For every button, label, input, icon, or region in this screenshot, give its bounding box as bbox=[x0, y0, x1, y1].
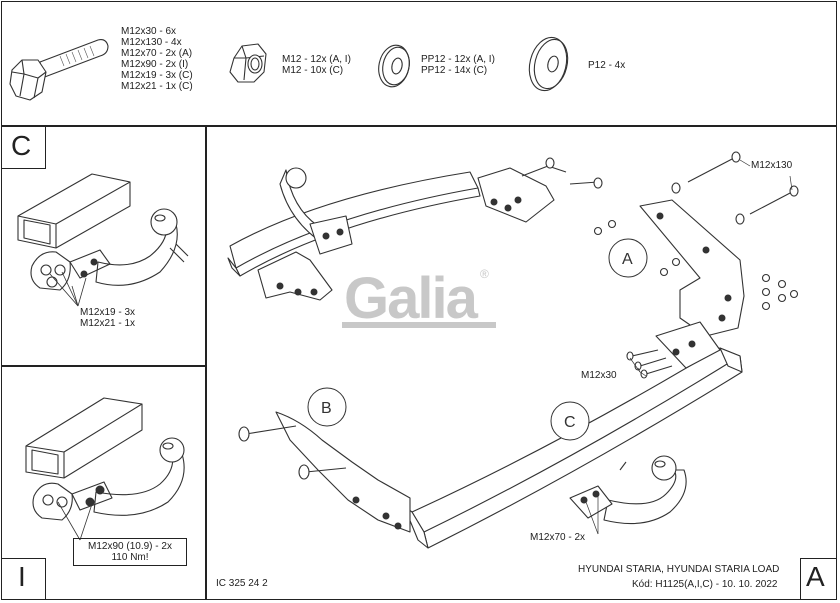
panel-i-label: 110 Nm! bbox=[111, 552, 149, 563]
bolt-spec: M12x19 - 3x (C) bbox=[121, 70, 193, 81]
panel-i-letter: I bbox=[18, 561, 26, 592]
product-code: Kód: H1125(A,I,C) - 10. 10. 2022 bbox=[632, 579, 778, 590]
tow-ball-icon bbox=[93, 437, 185, 516]
panel-c-labels: M12x19 - 3x M12x21 - 1x bbox=[80, 307, 135, 329]
panel-i-label: M12x90 (10.9) - 2x bbox=[88, 541, 172, 552]
tow-ball-icon bbox=[95, 208, 189, 286]
panel-i-illustration bbox=[25, 397, 185, 541]
callout-b: B bbox=[307, 387, 347, 427]
upper-left-bracket-icon bbox=[257, 167, 353, 301]
ic-number: IC 325 24 2 bbox=[216, 578, 268, 589]
nut-washer-set-icon bbox=[593, 219, 799, 311]
upper-right-bracket-icon bbox=[477, 157, 603, 223]
lower-left-bracket-icon bbox=[238, 411, 411, 533]
short-bolt-icon bbox=[626, 349, 673, 379]
bolt-spec: M12x21 - 1x (C) bbox=[121, 81, 193, 92]
long-bolt-icon bbox=[671, 151, 799, 225]
variant-letter: A bbox=[806, 561, 825, 592]
bolt-spec: M12x30 - 6x bbox=[121, 26, 177, 37]
plate-spec: P12 - 4x bbox=[588, 60, 626, 71]
panel-c-label: M12x19 - 3x bbox=[80, 307, 136, 318]
square-tube-icon bbox=[25, 397, 143, 479]
panel-i-letter-box bbox=[1, 558, 46, 600]
callout-b-letter: B bbox=[321, 400, 332, 417]
variant-letter-box bbox=[800, 558, 837, 600]
label-m12x30: M12x30 bbox=[581, 370, 617, 381]
washer-spec: PP12 - 12x (A, I) bbox=[421, 54, 495, 65]
galia-logo-mark: ® bbox=[480, 267, 489, 281]
left-column-divider bbox=[205, 125, 207, 600]
panel-c-label: M12x21 - 1x bbox=[80, 318, 136, 329]
leader-lines bbox=[49, 271, 87, 307]
header-divider bbox=[1, 125, 837, 127]
nut-list: M12 - 12x (A, I) M12 - 10x (C) bbox=[282, 54, 351, 76]
plate-list: P12 - 4x bbox=[588, 60, 625, 71]
galia-logo: Galia ® bbox=[342, 266, 496, 331]
washer-icon bbox=[378, 44, 410, 88]
hardware-illustrations bbox=[9, 36, 569, 101]
nut-icon bbox=[229, 43, 267, 83]
tow-ball-icon bbox=[569, 455, 687, 525]
panel-c-illustration bbox=[17, 173, 189, 307]
vehicle-model: HYUNDAI STARIA, HYUNDAI STARIA LOAD bbox=[578, 564, 780, 575]
label-leaders bbox=[585, 159, 793, 535]
panel-divider bbox=[1, 365, 206, 367]
upper-crossbar-icon bbox=[227, 171, 481, 277]
bolt-list: M12x30 - 6x M12x130 - 4x M12x70 - 2x (A)… bbox=[121, 26, 193, 92]
callout-a-letter: A bbox=[622, 251, 633, 268]
label-m12x130: M12x130 bbox=[751, 160, 793, 171]
galia-logo-text: Galia bbox=[344, 266, 479, 331]
right-side-bracket-icon bbox=[639, 199, 745, 369]
panel-i-labels: M12x90 (10.9) - 2x 110 Nm! bbox=[80, 541, 180, 563]
lower-crossbar-icon bbox=[403, 347, 743, 549]
nut-spec: M12 - 12x (A, I) bbox=[282, 54, 351, 65]
leader-lines bbox=[57, 501, 93, 541]
bolt-icon bbox=[9, 39, 109, 101]
panel-c-letter-box bbox=[1, 125, 46, 169]
washer-list: PP12 - 12x (A, I) PP12 - 14x (C) bbox=[421, 54, 495, 76]
callout-c: C bbox=[550, 401, 590, 441]
flange-plate-icon bbox=[30, 249, 111, 291]
nut-spec: M12 - 10x (C) bbox=[282, 65, 344, 76]
bolt-spec: M12x130 - 4x bbox=[121, 37, 182, 48]
label-m12x70: M12x70 - 2x bbox=[530, 532, 586, 543]
washer-spec: PP12 - 14x (C) bbox=[421, 65, 488, 76]
panel-c-letter: C bbox=[11, 130, 32, 161]
torque-note-box bbox=[73, 538, 187, 566]
callout-a: A bbox=[608, 238, 648, 278]
bolt-spec: M12x90 - 2x (I) bbox=[121, 59, 189, 70]
bolt-spec: M12x70 - 2x (A) bbox=[121, 48, 193, 59]
callout-c-letter: C bbox=[564, 414, 576, 431]
square-tube-icon bbox=[17, 173, 131, 249]
plate-washer-icon bbox=[528, 36, 569, 92]
